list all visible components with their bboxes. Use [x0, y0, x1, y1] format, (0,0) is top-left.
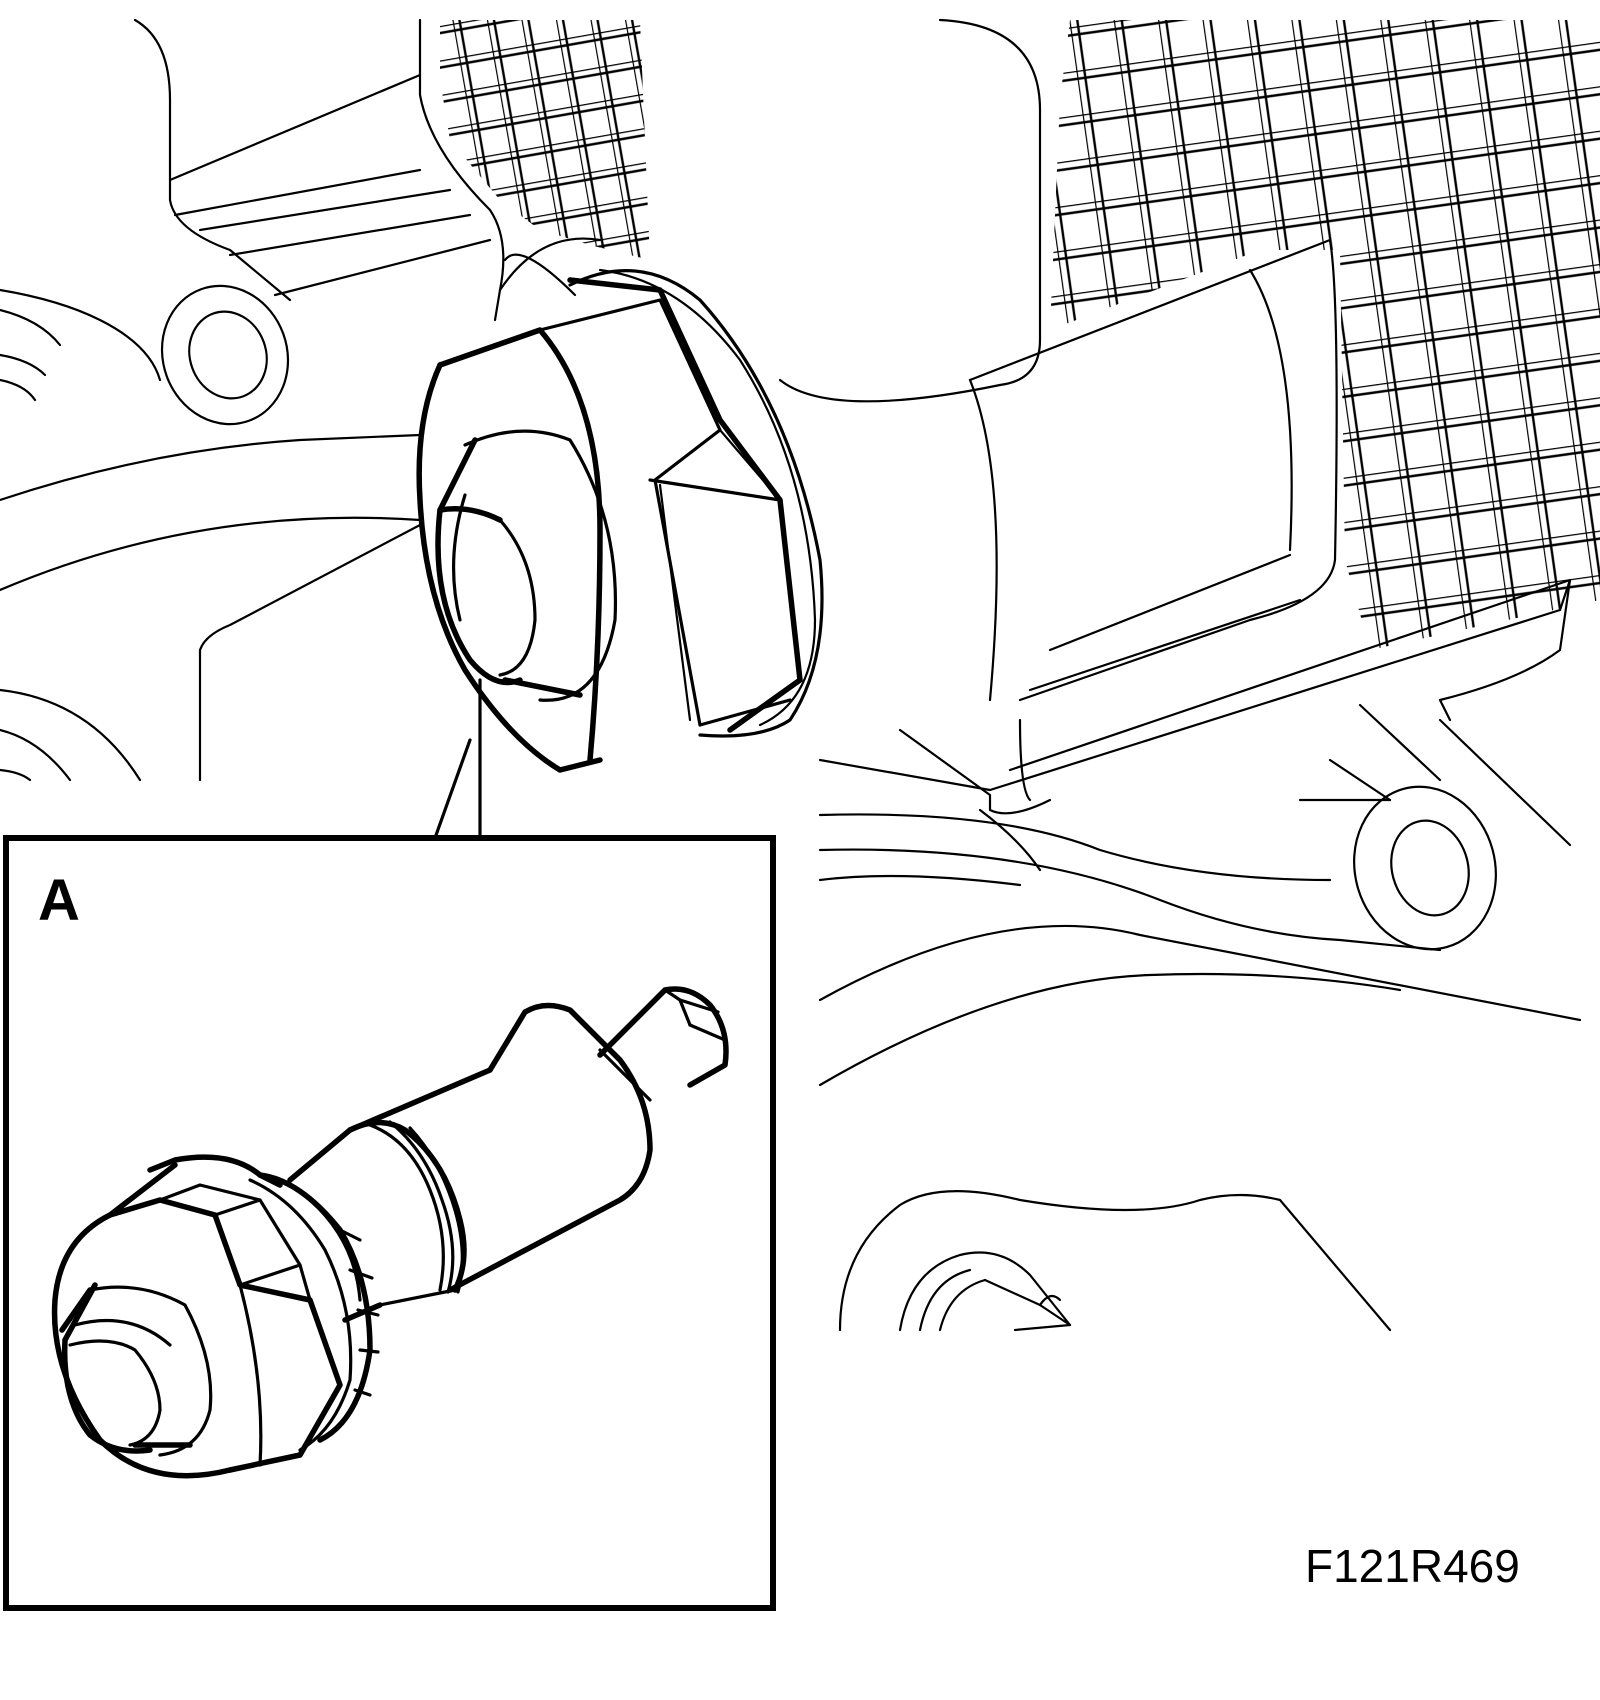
inset-frame: [3, 835, 776, 1611]
inset-label: A: [38, 868, 80, 933]
inset-panel-a: A: [3, 835, 776, 1611]
engine-block-lines: [0, 18, 1582, 1332]
plug-detail-drawing: [51, 986, 729, 1479]
figure-code: F121R469: [1305, 1540, 1520, 1592]
installed-plug: [416, 253, 824, 840]
hatched-fin-area: [440, 20, 1600, 650]
